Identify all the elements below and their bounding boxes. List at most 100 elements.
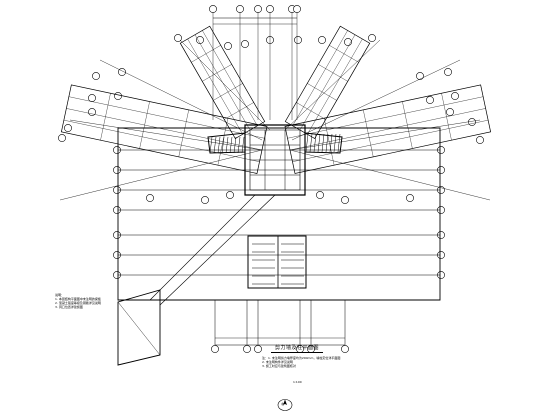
radial-line — [291, 59, 461, 141]
wing-grid-line — [402, 101, 413, 149]
wing-grid-line — [63, 119, 260, 162]
left-wing-frame — [60, 84, 268, 174]
legend-line: 3. 施工时应与建筑图核对 — [262, 364, 296, 369]
radial-grid-bubble — [444, 68, 452, 76]
lower-core — [247, 235, 307, 289]
hatch-line — [213, 136, 217, 154]
right-wing-frame — [284, 84, 492, 174]
upper-left-wing-frame — [179, 25, 266, 139]
top-grid-bubble — [254, 5, 262, 13]
wing-grid-line — [289, 108, 486, 151]
wing-grid-line — [66, 108, 263, 151]
note-line: 3. 洞口位置详建施图 — [55, 305, 83, 309]
radial-line — [59, 149, 263, 201]
hatch-line — [309, 133, 313, 153]
grid-bubble — [201, 196, 209, 204]
radial-grid-bubble — [118, 68, 126, 76]
north-arrow-icon — [277, 399, 293, 411]
bottom-grid-bubble — [243, 345, 251, 353]
radial-grid-bubble — [88, 94, 96, 102]
wing-grid-line — [287, 96, 484, 139]
drawing-title: 剪力墙及柱平面图 — [274, 345, 319, 351]
top-grid-bubble — [266, 5, 274, 13]
top-grid-bubble — [209, 5, 217, 13]
top-grid-bubble — [293, 5, 301, 13]
annex-box — [117, 289, 161, 366]
hatch-line — [317, 133, 321, 153]
legend-line: 2. 未注明构件详见说明 — [262, 360, 293, 365]
drawing-title-block: 剪力墙及柱平面图 — [252, 344, 342, 353]
radial-grid-bubble — [196, 36, 204, 44]
bottom-grid-bubble — [211, 345, 219, 353]
radial-grid-bubble — [58, 134, 66, 142]
corridor-edge — [159, 194, 276, 306]
grid-bubble — [226, 191, 234, 199]
wing-grid-line — [307, 38, 363, 135]
radial-grid-bubble — [416, 72, 424, 80]
hatch-line — [221, 136, 225, 154]
radial-grid-bubble — [344, 38, 352, 46]
radial-grid-bubble — [114, 92, 122, 100]
hatch-line — [209, 136, 213, 154]
wing-grid-line — [441, 93, 452, 141]
core-left-hatch — [207, 132, 246, 154]
hatch-line — [229, 136, 233, 154]
radial-line — [289, 119, 481, 151]
note-line: 1. 本层结构平面图中未注明的梁板 — [55, 297, 101, 301]
wing-grid-line — [329, 45, 359, 63]
wing-grid-line — [100, 93, 111, 141]
plan-linework — [59, 12, 492, 366]
radial-grid-bubble — [468, 118, 476, 126]
wing-grid-line — [224, 102, 254, 120]
wing-grid-line — [323, 118, 335, 166]
radial-line — [69, 119, 263, 151]
hatch-line — [233, 136, 237, 154]
radial-grid-bubble — [174, 34, 182, 42]
bottom-grid-bubble — [341, 345, 349, 353]
title-underline — [271, 352, 323, 353]
radial-grid-bubble — [224, 42, 232, 50]
radial-grid-bubble — [318, 36, 326, 44]
general-notes: 说明： 1. 本层结构平面图中未注明的梁板 2. 混凝土强度等级及钢筋详见说明 … — [55, 293, 117, 309]
hatch-line — [325, 133, 329, 153]
grid-bubble — [341, 196, 349, 204]
hatch-line — [237, 136, 241, 154]
radial-grid-bubble — [64, 124, 72, 132]
hatch-line — [329, 133, 333, 153]
hatch-line — [333, 133, 337, 153]
building-outline — [117, 127, 441, 301]
grid-bubble — [316, 191, 324, 199]
grid-bubble — [406, 194, 414, 202]
hatch-line — [241, 136, 245, 154]
corridor-edge — [149, 194, 256, 301]
radial-grid-bubble — [476, 136, 484, 144]
radial-line — [99, 59, 263, 141]
radial-grid-bubble — [451, 92, 459, 100]
radial-grid-bubble — [446, 108, 454, 116]
wing-grid-line — [202, 30, 258, 126]
legend-line: 注：1. 未注明剪力墙厚度均为200mm，墙柱定位详平面图 — [262, 356, 341, 360]
wing-grid-line — [299, 34, 356, 131]
hatch-line — [313, 133, 317, 153]
wing-grid-line — [187, 38, 243, 135]
annex-diagonal — [117, 301, 161, 356]
wing-grid-line — [178, 109, 189, 157]
radial-grid-bubble — [241, 40, 249, 48]
top-grid-bubble — [236, 5, 244, 13]
wing-grid-line — [68, 96, 265, 139]
hatch-line — [337, 133, 341, 153]
note-line: 说明： — [55, 293, 65, 297]
hatch-line — [217, 136, 221, 154]
radial-grid-bubble — [294, 36, 302, 44]
wing-grid-line — [292, 30, 348, 126]
bottom-grid-bubble — [254, 345, 262, 353]
wing-grid-line — [363, 109, 374, 157]
hatch-line — [225, 136, 229, 154]
radial-grid-bubble — [88, 108, 96, 116]
hatch-line — [321, 133, 325, 153]
wing-grid-line — [213, 83, 243, 101]
wing-grid-line — [307, 83, 337, 101]
wing-grid-line — [191, 45, 221, 63]
wing-grid-line — [296, 102, 326, 120]
radial-grid-bubble — [426, 96, 434, 104]
